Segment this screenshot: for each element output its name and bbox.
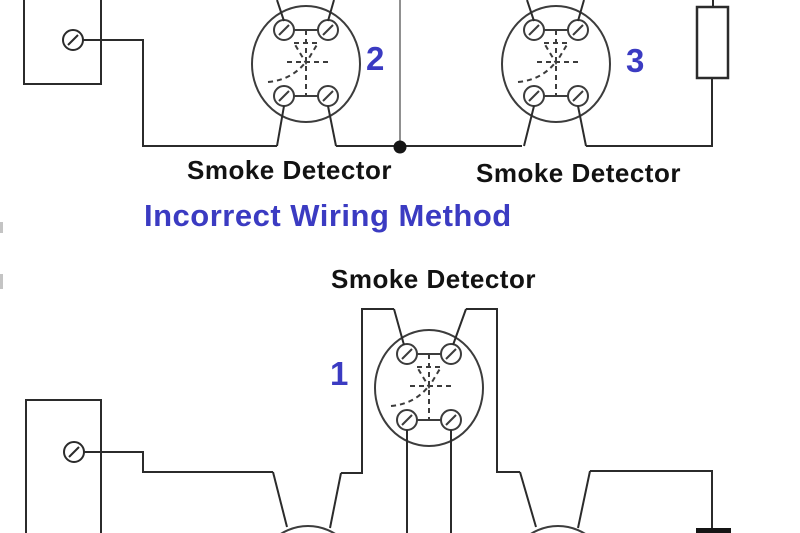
smoke-detector-3-symbol	[501, 5, 611, 123]
screw-terminal-icon	[62, 29, 84, 51]
eol-resistor-icon	[695, 5, 730, 80]
wire-panel-to-bottom-detector	[84, 451, 273, 473]
wire-panel-to-detector2	[83, 39, 277, 147]
diagram-title: Incorrect Wiring Method	[144, 198, 512, 233]
wire-detector3-to-resistor	[586, 78, 713, 147]
detector-3-label: Smoke Detector	[476, 158, 681, 188]
wire-detector1-to-bottom	[466, 308, 520, 473]
edge-fragment	[0, 222, 3, 233]
control-panel-box-bottom	[25, 399, 102, 533]
detector1-leads	[393, 308, 467, 533]
wire-bottom-to-resistor	[590, 470, 713, 529]
bottom-detectorB-lead-left	[519, 471, 537, 528]
bottom-detectorA-lead-left	[272, 471, 288, 528]
bottom-detectorA-lead-right	[329, 472, 342, 529]
control-panel-box	[23, 0, 102, 85]
detector-1-number: 1	[330, 355, 349, 392]
eol-resistor-icon	[696, 528, 731, 533]
detector-1-label: Smoke Detector	[331, 264, 536, 294]
detector-2-number: 2	[366, 40, 385, 77]
screw-terminal-icon	[63, 441, 85, 463]
smoke-detector-2-symbol	[251, 5, 361, 123]
detector-3-number: 3	[626, 42, 645, 79]
wire-bottom-to-detector1-left	[341, 308, 394, 474]
detector-2-label: Smoke Detector	[187, 155, 392, 185]
smoke-detector-partial-symbol	[280, 525, 336, 533]
smoke-detector-1-symbol	[374, 329, 484, 447]
detector3-leads	[523, 0, 587, 147]
smoke-detector-partial-symbol	[530, 525, 586, 533]
junction-dot-icon	[393, 140, 407, 154]
edge-fragment	[0, 274, 3, 289]
detector2-leads	[276, 0, 337, 147]
bottom-detectorB-lead-right	[577, 470, 591, 529]
